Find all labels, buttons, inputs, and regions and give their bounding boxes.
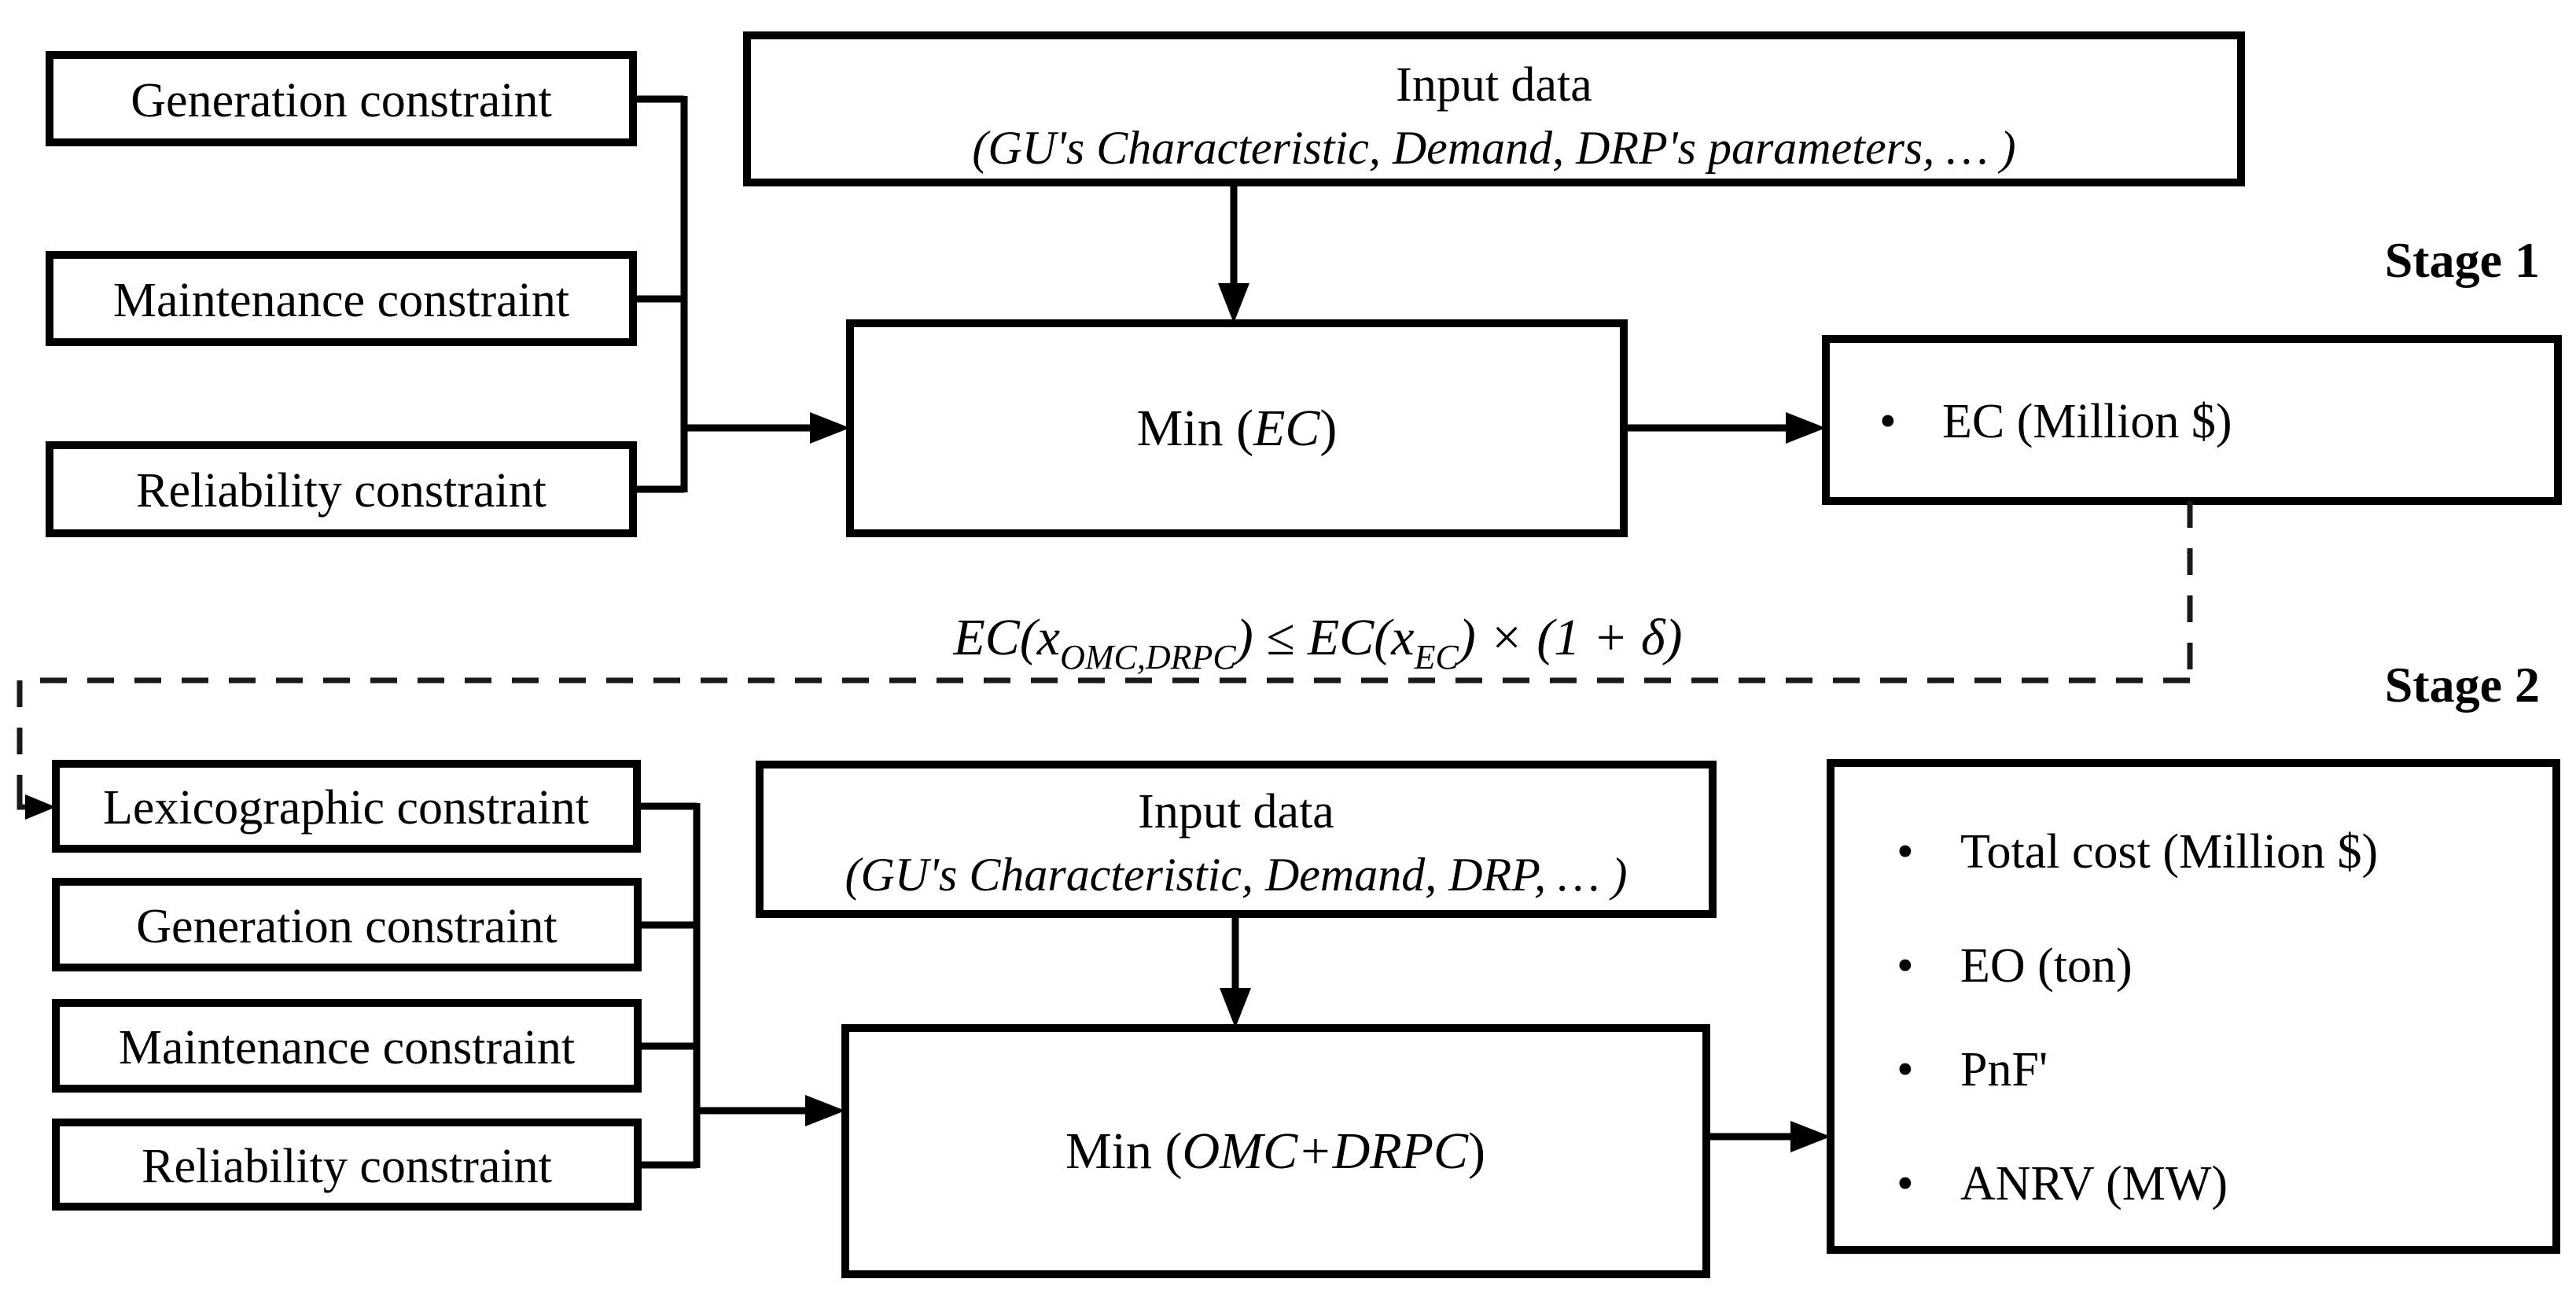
stage2-min-objective: OMC+DRPC [1183,1122,1469,1180]
stage2-output-item-total-cost: • Total cost (Million $) [1897,825,2378,879]
stage2-min-to-output-arrow [1706,1121,1831,1152]
stage1-min-to-output-arrow [1624,412,1826,444]
stage1-generation-constraint-box [46,51,637,146]
stage2-input-rect [756,761,1717,918]
stage2-maintenance-constraint-label: Maintenance constraint [119,1021,575,1074]
stage1-min-prefix: Min ( [1137,400,1254,457]
arrowhead-feedback-to-lexicographic [25,794,56,820]
stage1-output-item: • EC (Million $) [1879,395,2232,448]
stage2-input-subtitle: (GU's Characteristic, Demand, DRP, … ) [845,849,1628,901]
stage2-output-label-total-cost: Total cost (Million $) [1960,825,2378,879]
stage2-min-prefix: Min ( [1065,1122,1183,1180]
stage2-input-to-min-arrow [1220,914,1251,1028]
stage2-process-box: Min (OMC+DRPC) [841,1024,1710,1278]
stage2-output-box: •Total cost (Million $) •EO (ton) •PnF' … [1827,759,2560,1254]
stage2-title: Stage 2 [2385,657,2540,713]
stage2-output-item-pnf: • PnF' [1897,1043,2048,1096]
stage1-input-subtitle: (GU's Characteristic, Demand, DRP's para… [972,122,2015,174]
stage1-reliability-constraint-box [46,441,637,537]
stage2-generation-constraint-box [52,878,642,971]
stage2-min-suffix: ) [1468,1122,1485,1180]
equation-subscript2: EC [1414,638,1459,676]
stage2-lexicographic-constraint-box [52,760,641,853]
stage1-output-box: • EC (Million $) [1822,335,2562,505]
stage1-maintenance-constraint-label: Maintenance constraint [113,274,569,327]
stage1-process-box: Min (EC) [846,319,1628,537]
stage2-constraint-bus [637,802,845,1169]
stage1-min-objective: EC [1253,400,1320,457]
stage2-constraints: Lexicographic constraint Generation cons… [52,760,642,1211]
bullet-icon: • [1879,395,1897,448]
stage1-input-to-min-arrow [1218,182,1249,323]
stage2-maintenance-constraint-box [52,999,642,1093]
coupling-feedback-path [17,501,2193,820]
stage2-output-label-anrv: ANRV (MW) [1960,1157,2228,1211]
stage1-constraint-bus [633,95,850,493]
stage2-input-box: Input data (GU's Characteristic, Demand,… [756,761,1717,918]
stage1-constraints: Generation constraint Maintenance constr… [46,51,637,537]
stage1-output-item-label: EC (Million $) [1942,395,2232,448]
arrowhead-stage2-input-to-min [1220,988,1251,1028]
coupling-equation: EC(xOMC,DRPC) ≤ EC(xEC) × (1 + δ) [952,609,1682,676]
stage1-input-title: Input data [1396,58,1592,112]
stage2-min-rect [841,1024,1710,1278]
stage1-min-ec-rect [846,319,1628,537]
stage1-reliability-constraint-label: Reliability constraint [136,464,546,518]
stage2-lexicographic-constraint-label: Lexicographic constraint [103,781,589,835]
stage2-output-label-eo: EO (ton) [1960,939,2133,993]
stage2-output-label-pnf: PnF' [1960,1043,2048,1096]
equation-part1: EC(x [952,609,1060,666]
stage1-input-rect [743,31,2245,186]
stage2-generation-constraint-label: Generation constraint [136,900,557,953]
stage1-generation-constraint-label: Generation constraint [131,74,551,127]
arrowhead-stage1-input-to-min [1218,283,1249,323]
equation-part3: ) × (1 + δ) [1455,609,1683,666]
stage1-title: Stage 1 [2385,232,2540,288]
stage1-min-ec-label: Min (EC) [1137,400,1338,457]
stage2-reliability-constraint-label: Reliability constraint [142,1140,552,1193]
bullet-icon: • [1897,825,1914,879]
stage2-output-rect [1827,759,2560,1254]
stage2-min-label: Min (OMC+DRPC) [1065,1122,1485,1180]
bullet-icon: • [1897,1043,1914,1096]
arrowhead-stage1-min-to-output [1786,412,1826,444]
bullet-icon: • [1897,939,1914,993]
arrowhead-stage1-bus-to-min [810,412,850,444]
stage1-maintenance-constraint-box [46,251,637,346]
stage1-min-suffix: ) [1319,400,1337,457]
stage2-input-title: Input data [1138,785,1334,838]
stage1-output-rect [1822,335,2562,505]
stage2-output-item-anrv: • ANRV (MW) [1897,1157,2228,1211]
equation-part2: ) ≤ EC(x [1233,609,1415,666]
arrowhead-stage2-min-to-output [1790,1121,1831,1152]
stage1-input-box: Input data (GU's Characteristic, Demand,… [743,31,2245,186]
arrowhead-stage2-bus-to-min [805,1095,845,1126]
feedback-dashed-corner [17,787,31,810]
bullet-icon: • [1897,1157,1914,1211]
equation-subscript1: OMC,DRPC [1060,638,1236,676]
stage2-output-item-eo: • EO (ton) [1897,939,2133,993]
stage2-reliability-constraint-box [52,1119,642,1211]
